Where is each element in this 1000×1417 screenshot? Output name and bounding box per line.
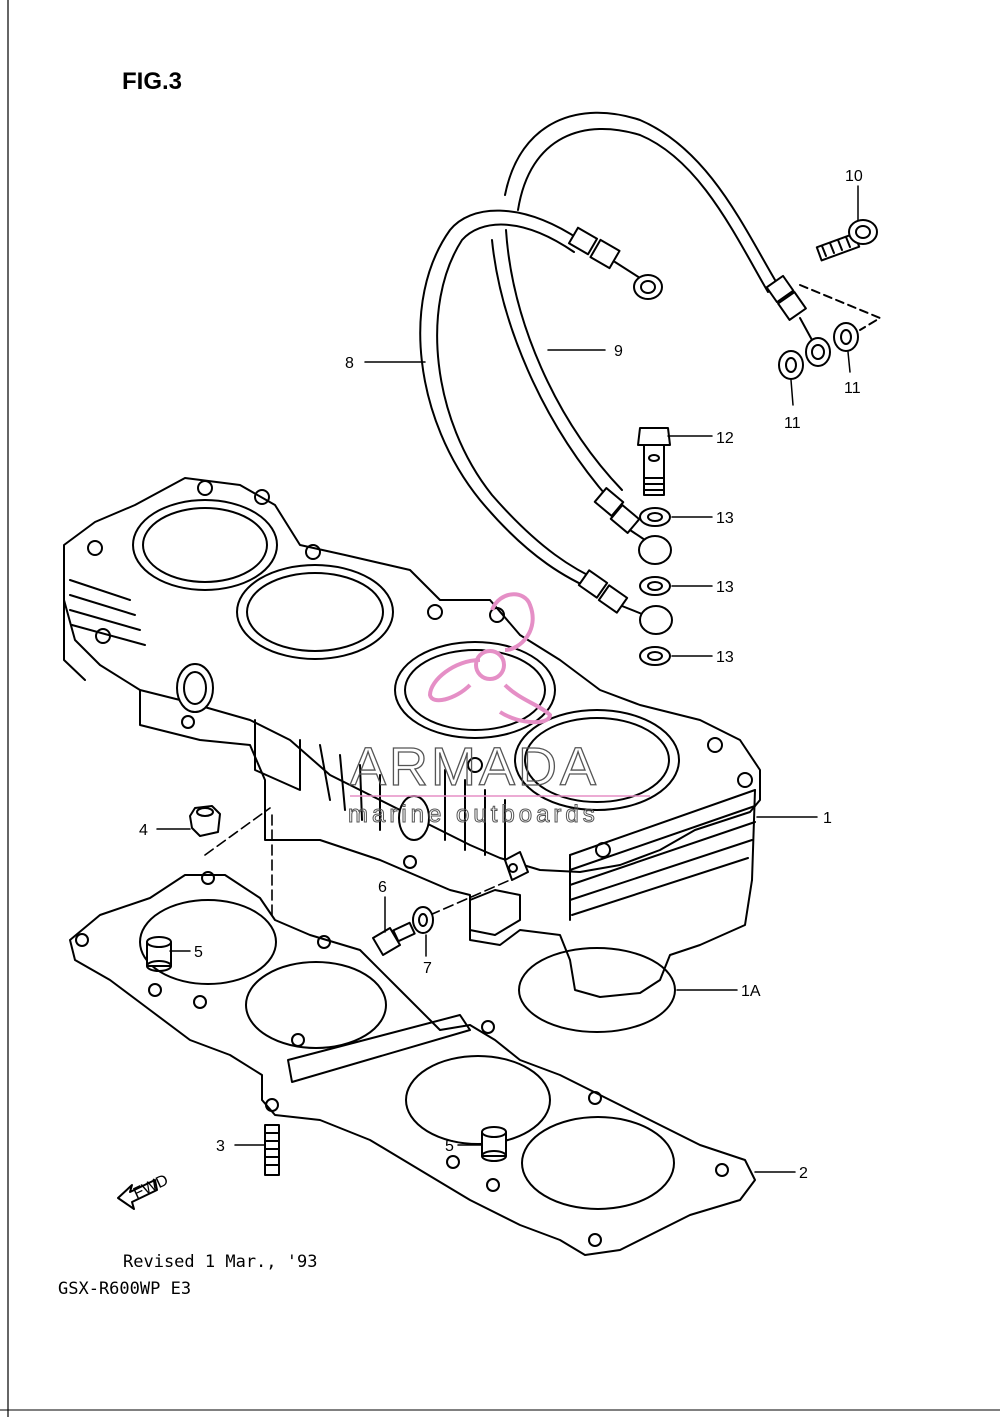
- washer-7: [412, 906, 434, 934]
- callout-13c: 13: [716, 649, 734, 666]
- callout-11b: 11: [844, 380, 861, 397]
- callout-5a: 5: [194, 944, 203, 961]
- washer-11a-hole: [785, 357, 797, 373]
- callout-13b: 13: [716, 579, 734, 596]
- hose-fitting-upper-right: [765, 274, 831, 367]
- callout-12: 12: [716, 430, 734, 447]
- callout-10: 10: [845, 168, 863, 185]
- callout-1A: 1A: [741, 983, 761, 1000]
- washer-11b: [833, 322, 859, 352]
- banjo-bolt-10: [815, 219, 878, 262]
- fwd-arrow-icon: [117, 1179, 158, 1210]
- washers-13: [639, 507, 671, 666]
- hose-fitting-upper-left: [567, 226, 663, 300]
- dowel-5a: [146, 936, 172, 972]
- callout-7: 7: [423, 960, 432, 977]
- washer-11b-hole: [840, 329, 852, 345]
- callout-2: 2: [799, 1165, 808, 1182]
- callout-8: 8: [345, 355, 354, 372]
- fwd-label: FWD: [131, 1172, 171, 1203]
- callout-5b: 5: [445, 1138, 454, 1155]
- cylinder-block-1: [63, 477, 761, 998]
- callout-9: 9: [614, 343, 623, 360]
- hose-9: [491, 111, 779, 501]
- bolt-6: [372, 921, 416, 956]
- callout-numbers: 10 8 9 11 11 12 13 13 13 1 4 6 5 7 1A 3 …: [139, 168, 863, 1182]
- leader-lines: [156, 185, 859, 1173]
- hose-fitting-lower: [577, 487, 673, 635]
- watermark-brand: ARMADA: [350, 737, 599, 797]
- revision-note: Revised 1 Mar., '93: [123, 1252, 318, 1272]
- callout-4: 4: [139, 822, 148, 839]
- stud-3: [264, 1124, 280, 1176]
- figure-title: FIG.3: [122, 68, 183, 95]
- callout-6: 6: [378, 879, 387, 896]
- callout-13a: 13: [716, 510, 734, 527]
- watermark-subtitle: marine outboards: [348, 801, 599, 828]
- callout-11a: 11: [784, 415, 801, 432]
- gasket-2: [69, 871, 756, 1256]
- callout-3: 3: [216, 1138, 225, 1155]
- callout-1: 1: [823, 810, 832, 827]
- washer-11a: [778, 350, 804, 380]
- model-code: GSX-R600WP E3: [58, 1279, 192, 1299]
- banjo-bolt-12: [637, 427, 671, 496]
- nut-4: [189, 805, 221, 837]
- watermark-propeller-logo: [427, 592, 553, 725]
- o-ring-1A: [518, 947, 676, 1033]
- dowel-5b: [481, 1126, 507, 1162]
